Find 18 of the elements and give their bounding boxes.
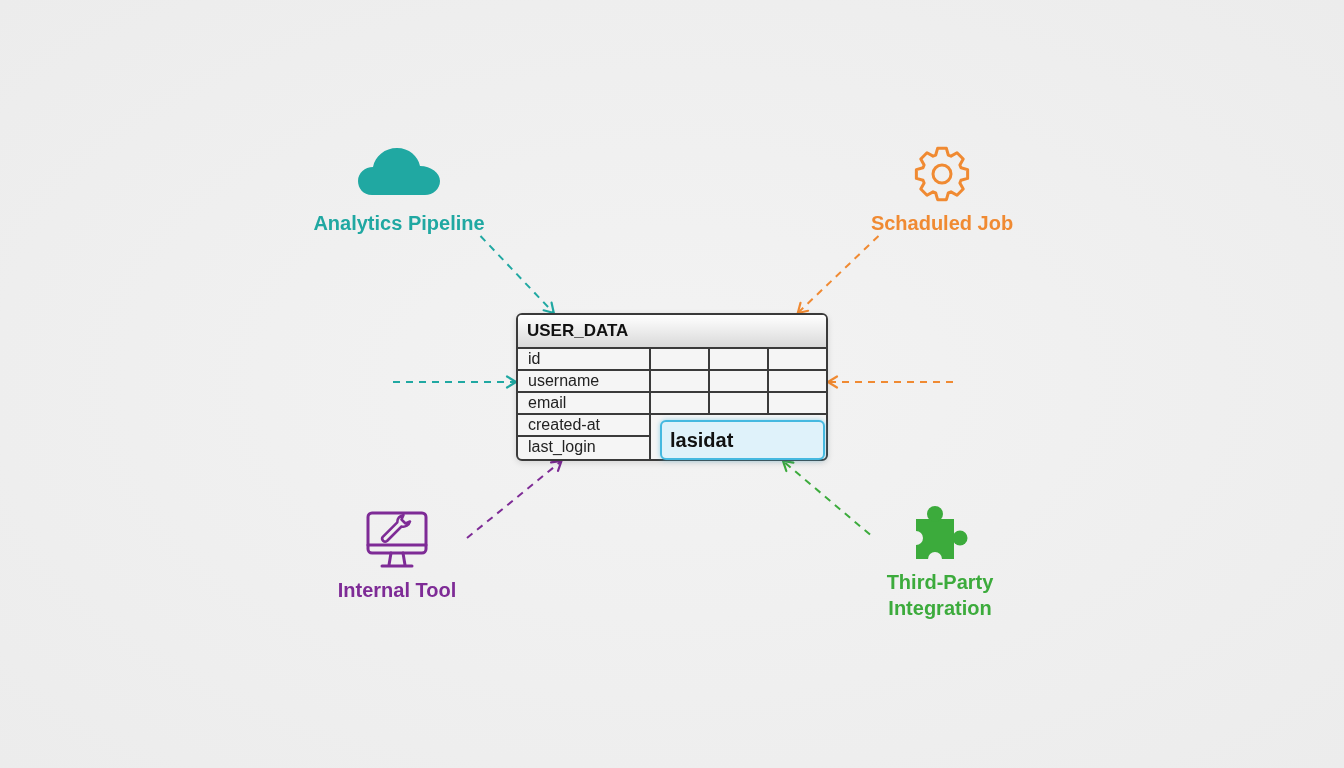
dashed-arrow [466,459,563,539]
source-label: Internal Tool [337,578,457,603]
dashed-arrow [392,375,518,389]
field-name: username [518,371,651,393]
field-name: last_login [518,437,651,459]
field-name: id [518,349,651,371]
dashed-arrow [826,375,954,389]
field-name: created-at [518,415,651,437]
dashed-arrow [479,235,555,315]
highlighted-field: lasidat [660,420,825,460]
field-name: email [518,393,651,415]
dashed-arrow [796,235,880,315]
source-label: Analytics Pipeline [313,211,485,236]
source-label: Third-Party Integration [885,570,995,621]
database-table [516,313,828,461]
source-label: Schaduled Job [870,211,1014,236]
dashed-arrow [781,459,871,536]
table-title: USER_DATA [518,315,826,349]
